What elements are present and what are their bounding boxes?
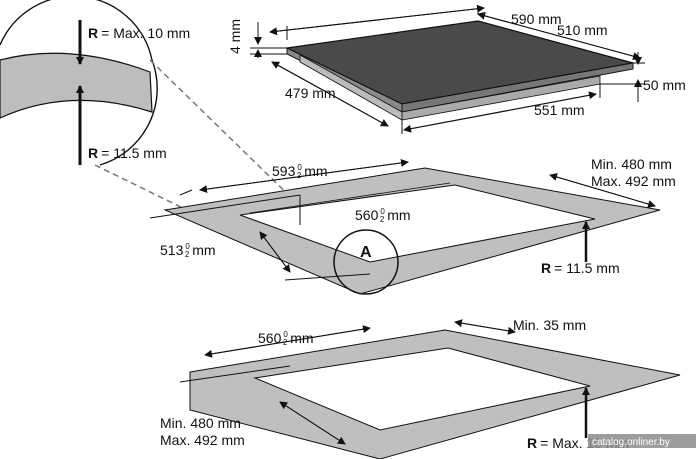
radius-r-letter: R	[88, 25, 98, 41]
cutout-top-depth-value: 513	[160, 242, 184, 258]
watermark-bg	[588, 434, 696, 448]
detail-radius-max-text: R= Max. 10 mm	[88, 25, 190, 41]
cutout-top-depth-unit: mm	[192, 242, 215, 258]
tol-lower: 2	[297, 171, 302, 180]
tol-upper: 0	[380, 207, 385, 216]
tol-lower: 2	[185, 250, 190, 259]
cutout-bottom-min-depth: Min. 480 mm	[160, 415, 241, 431]
cutout-bottom-width-unit: mm	[290, 330, 313, 346]
cutout-top-min-depth: Min. 480 mm	[591, 156, 672, 172]
radius-r-letter: R	[88, 145, 98, 161]
detail-radius-inner-text: R= 11.5 mm	[88, 145, 167, 161]
hob-width-label: 590 mm	[511, 11, 562, 27]
hob-drawing	[284, 20, 634, 121]
detail-a-marker: A	[360, 244, 372, 261]
cutout-top-dimension-lines	[149, 158, 656, 281]
worktop-cutout-bottom	[189, 329, 681, 459]
cutout-bottom-dimension-lines	[179, 319, 590, 445]
hob-body-width-label: 551 mm	[534, 102, 585, 118]
hob-dimension-lines	[250, 4, 645, 134]
cutout-top-max-depth: Max. 492 mm	[591, 173, 676, 189]
cutout-top-width-unit: mm	[304, 163, 327, 179]
cutout-bottom-min-edge: Min. 35 mm	[513, 317, 586, 333]
radius-r-letter: R	[541, 260, 551, 276]
cutout-bottom-width-value: 560	[258, 330, 282, 346]
worktop-cutout-top	[163, 167, 661, 295]
hob-body-depth-label: 479 mm	[285, 85, 336, 101]
cutout-top-width-value: 593	[272, 163, 296, 179]
watermark-text: catalog.onliner.by	[592, 437, 670, 448]
hob-depth-label: 510 mm	[557, 22, 608, 38]
radius-r-letter: R	[527, 435, 537, 451]
radius-max-value: = Max. 10 mm	[101, 25, 190, 41]
cutout-top-radius-text: R= 11.5 mm	[541, 260, 620, 276]
tol-lower: 2	[380, 215, 385, 224]
cutout-top-inner-unit: mm	[387, 207, 410, 223]
cutout-bottom-max-depth: Max. 492 mm	[160, 432, 245, 448]
tol-upper: 0	[283, 330, 288, 339]
detail-zoom	[0, 0, 341, 286]
tol-upper: 0	[297, 163, 302, 172]
cutout-top-radius-value: = 11.5 mm	[554, 260, 620, 276]
tol-lower: 2	[283, 338, 288, 347]
hob-height-label: 50 mm	[643, 77, 686, 93]
detail-a-circle	[333, 229, 399, 295]
cutout-top-inner-value: 560	[355, 207, 379, 223]
hob-glass-thickness-label: 4 mm	[227, 19, 243, 54]
tol-upper: 0	[185, 242, 190, 251]
radius-inner-value: = 11.5 mm	[101, 145, 167, 161]
